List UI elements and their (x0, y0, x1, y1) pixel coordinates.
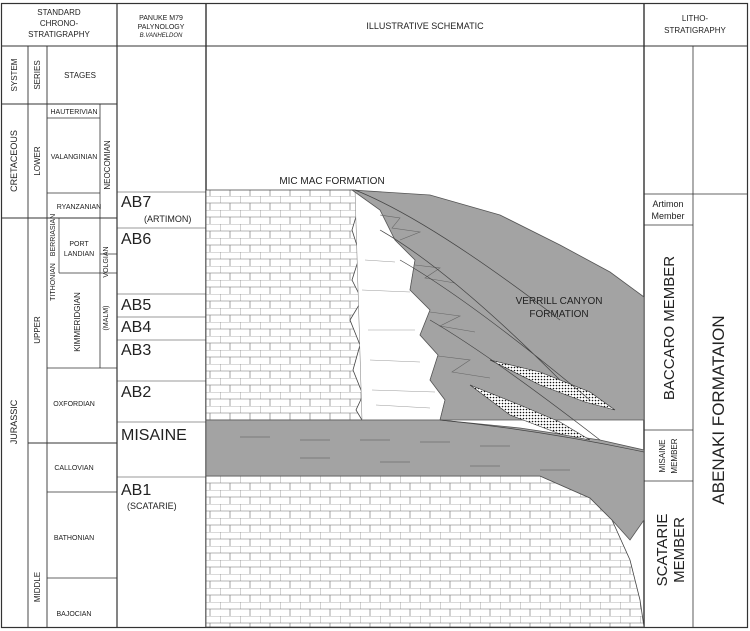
litho-column: Artimon Member BACCARO MEMBER MISAINE ME… (644, 46, 748, 628)
header-schematic: ILLUSTRATIVE SCHEMATIC (366, 21, 484, 31)
header-standard-line2: CHRONO- (40, 19, 79, 28)
label-verrill-2: FORMATION (529, 309, 588, 320)
stage-kimmeridgian: KIMMERIDGIAN (73, 292, 82, 352)
member-baccaro: BACCARO MEMBER (661, 256, 678, 400)
zone-ab1: AB1 (121, 482, 151, 499)
sand-lens-lower (469, 384, 591, 441)
label-mic-mac: MIC MAC FORMATION (279, 176, 384, 187)
series-middle: MIDDLE (33, 572, 42, 602)
series-lower: LOWER (33, 146, 42, 176)
stage-berriasian: BERRIASIAN (50, 214, 57, 256)
stage-port: PORT (69, 241, 89, 248)
header-litho-line1: LITHO- (682, 14, 709, 23)
member-artimon-1: Artimon (652, 199, 683, 209)
header-palyno-line2: PALYNOLOGY (138, 24, 185, 31)
stage-bajocian: BAJOCIAN (56, 611, 91, 618)
col-series-label: SERIES (33, 60, 42, 89)
stage-malm: (MALM) (103, 306, 110, 331)
zone-artimon: (ARTIMON) (144, 214, 191, 224)
member-scatarie-2: MEMBER (671, 517, 688, 583)
sand-lens-upper (489, 359, 616, 411)
header-litho-line2: STRATIGRAPHY (664, 26, 726, 35)
stage-tithonian: TITHONIAN (50, 263, 57, 301)
member-artimon-2: Member (651, 211, 684, 221)
system-jurassic: JURASSIC (9, 399, 19, 444)
stage-bathonian: BATHONIAN (54, 535, 94, 542)
col-stages-label: STAGES (64, 71, 96, 80)
stage-ryanzanian: RYANZANIAN (57, 204, 101, 211)
stage-callovian: CALLOVIAN (54, 465, 93, 472)
neocomian-label: NEOCOMIAN (103, 140, 112, 190)
header-palyno-author: B.VANHELDON (140, 33, 183, 39)
zone-ab3: AB3 (121, 342, 151, 359)
series-upper: UPPER (33, 316, 42, 344)
member-misaine-1: MISAINE (658, 440, 667, 473)
zone-misaine: MISAINE (121, 427, 187, 444)
zone-ab5: AB5 (121, 297, 151, 314)
stage-oxfordian: OXFORDIAN (53, 401, 95, 408)
formation-abenaki: ABENAKI FORMATAION (709, 315, 728, 504)
member-scatarie-1: SCATARIE (654, 514, 671, 587)
zone-scatarie: (SCATARIE) (127, 501, 177, 511)
stage-valanginian: VALANGINIAN (51, 154, 98, 161)
zone-ab2: AB2 (121, 384, 151, 401)
zone-ab7: AB7 (121, 194, 151, 211)
member-misaine-2: MEMBER (670, 438, 679, 473)
header-standard-line1: STANDARD (37, 8, 81, 17)
col-system-label: SYSTEM (10, 58, 19, 91)
misaine-shale (205, 419, 645, 541)
shale-verrill-canyon (350, 189, 645, 421)
limestone-platform (205, 189, 364, 421)
label-verrill-1: VERRILL CANYON (516, 296, 603, 307)
stage-hauterivian: HAUTERIVIAN (50, 109, 97, 116)
header-palyno-line1: PANUKE M79 (139, 15, 183, 22)
header-standard-line3: STRATIGRAPHY (28, 30, 90, 39)
stage-volgian: VOLGIAN (103, 246, 110, 277)
limestone-lower (205, 475, 645, 628)
palynology-column: AB7 (ARTIMON) AB6 AB5 AB4 AB3 AB2 MISAIN… (117, 191, 206, 511)
zone-ab4: AB4 (121, 319, 151, 336)
stage-landian: LANDIAN (64, 251, 94, 258)
system-cretaceous: CRETACEOUS (9, 130, 19, 192)
chrono-column: SYSTEM SERIES STAGES CRETACEOUS JURASSIC… (1, 46, 117, 628)
schematic-panel: MIC MAC FORMATION VERRILL CANYON FORMATI… (205, 176, 645, 628)
zone-ab6: AB6 (121, 231, 151, 248)
